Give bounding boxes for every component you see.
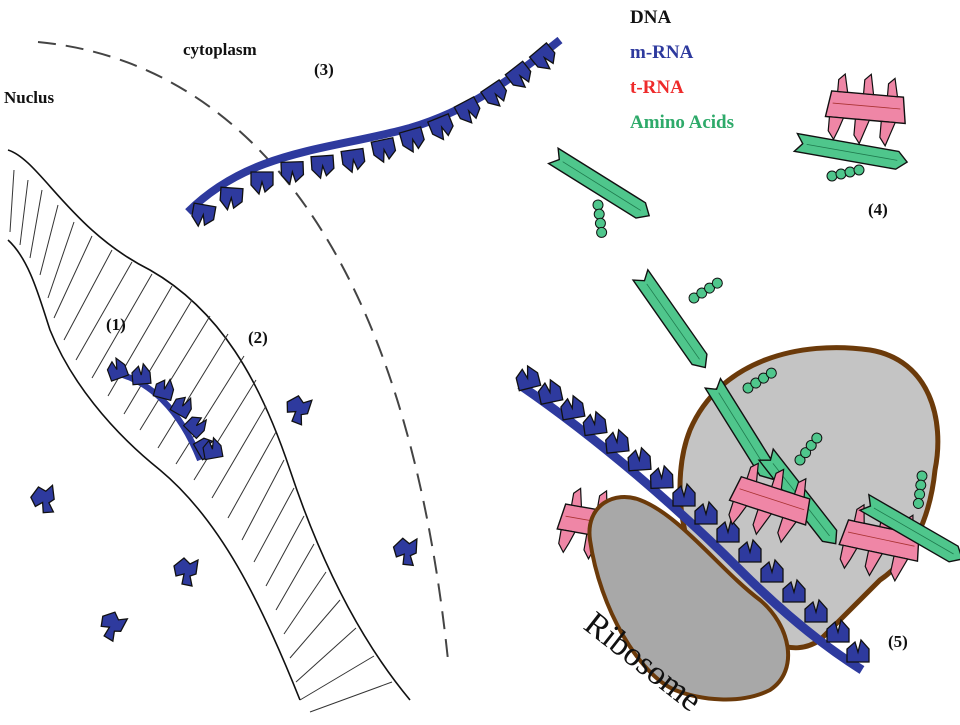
mrna-cytoplasm — [185, 36, 563, 230]
dna-helix — [7, 149, 411, 713]
step-4-label: (4) — [868, 200, 888, 219]
step-1-label: (1) — [106, 315, 126, 334]
legend-trna: t-RNA — [630, 77, 684, 98]
legend-mrna: m-RNA — [630, 42, 694, 63]
legend-dna: DNA — [630, 7, 672, 28]
cytoplasm-label: cytoplasm — [183, 40, 257, 59]
nucleus-label: Nuclus — [4, 88, 55, 107]
mrna-translation — [513, 363, 870, 674]
mrna-transcript — [104, 355, 224, 462]
charged-trna — [793, 69, 910, 182]
ribosome-small-subunit — [587, 494, 791, 702]
legend-amino-acids: Amino Acids — [630, 112, 734, 133]
step-3-label: (3) — [314, 60, 334, 79]
step-2-label: (2) — [248, 328, 268, 347]
color-legend: DNA m-RNA t-RNA Amino Acids — [630, 0, 734, 140]
free-amino-acid — [547, 147, 655, 239]
step-5-label: (5) — [888, 632, 908, 651]
